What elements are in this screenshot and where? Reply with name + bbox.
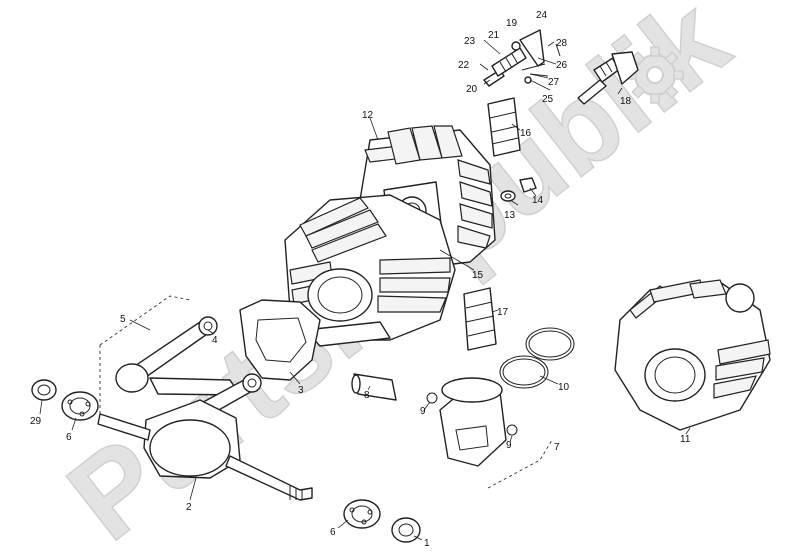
callout-28: 28 (556, 38, 568, 49)
nut-13 (500, 190, 516, 202)
cylinder-head-15 (284, 194, 456, 347)
circlip-9b (506, 424, 518, 436)
leader-lines (39, 39, 691, 541)
valve-part-18 (577, 51, 639, 105)
decompressor-assembly (483, 29, 561, 87)
callout-6a: 6 (66, 432, 72, 443)
rubber-block-16 (487, 97, 521, 157)
callout-6b: 6 (330, 527, 336, 538)
callout-11: 11 (680, 434, 691, 445)
seal-29 (31, 379, 57, 401)
callout-14: 14 (532, 195, 544, 206)
callout-12: 12 (362, 110, 374, 121)
callout-22: 22 (458, 60, 470, 71)
bearing-6-left (61, 391, 99, 421)
piston-rings-10 (499, 327, 575, 389)
piston-7 (439, 377, 553, 489)
callout-29: 29 (30, 416, 42, 427)
callout-26: 26 (556, 60, 568, 71)
callout-7: 7 (554, 442, 560, 453)
bearing-6-right (343, 499, 381, 529)
callout-25: 25 (542, 94, 554, 105)
callout-19: 19 (506, 18, 518, 29)
callout-27: 27 (548, 77, 560, 88)
callout-9b: 9 (506, 440, 512, 451)
callout-15: 15 (472, 270, 484, 281)
callout-5: 5 (120, 314, 126, 325)
callout-9a: 9 (420, 406, 426, 417)
callout-23: 23 (464, 36, 476, 47)
callout-2: 2 (186, 502, 192, 513)
rubber-block-17 (463, 287, 497, 351)
piston-pin-8 (351, 373, 397, 401)
callout-13: 13 (504, 210, 516, 221)
crankshaft-2 (97, 399, 313, 501)
callout-10: 10 (558, 382, 570, 393)
callout-17: 17 (497, 307, 509, 318)
seal-1 (391, 517, 421, 543)
circlip-9a (426, 392, 438, 404)
gasket-3 (239, 299, 321, 381)
callout-8: 8 (364, 390, 370, 401)
callout-21: 21 (488, 30, 500, 41)
connecting-rod-5 (99, 295, 241, 420)
callout-1: 1 (424, 538, 430, 549)
callout-16: 16 (520, 128, 532, 139)
callout-24: 24 (536, 10, 548, 21)
callout-20: 20 (466, 84, 478, 95)
watermark-gear-icon (626, 46, 684, 104)
callout-labels: 1 2 3 4 5 6 6 7 8 9 9 10 11 12 13 14 15 … (30, 10, 691, 549)
callout-4: 4 (212, 335, 218, 346)
callout-3: 3 (298, 385, 304, 396)
cylinder-11 (614, 279, 771, 431)
callout-18: 18 (620, 96, 632, 107)
washer-14 (519, 177, 537, 193)
